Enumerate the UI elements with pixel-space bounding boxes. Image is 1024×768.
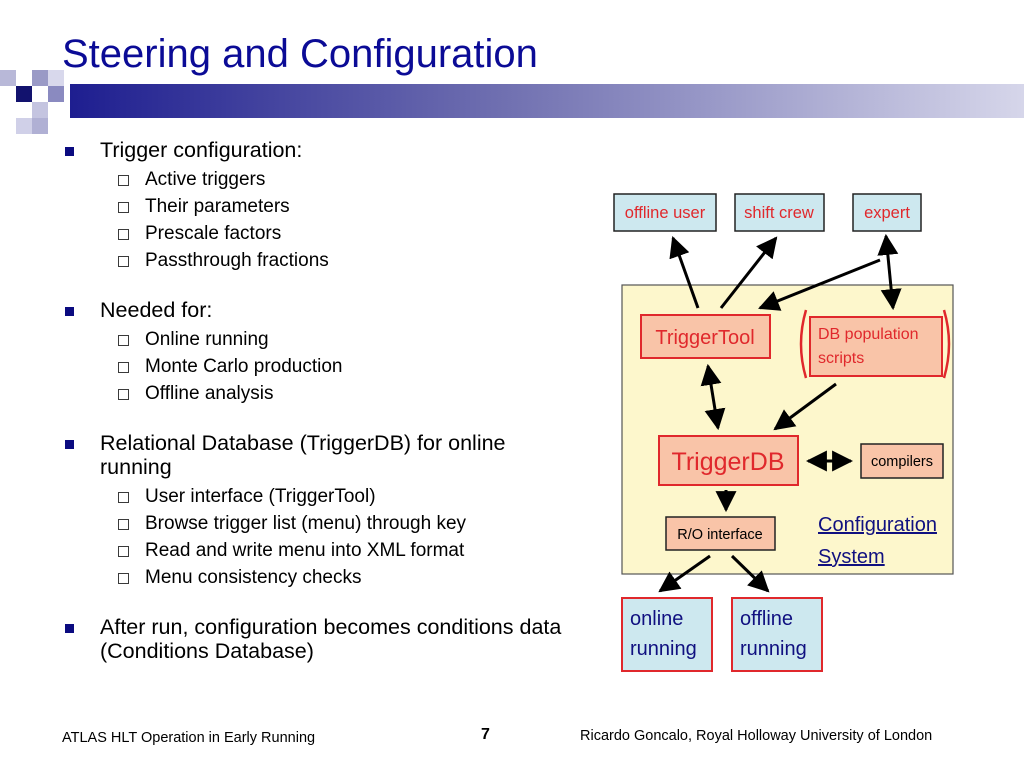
- db-population-label-line1: DB population: [818, 326, 919, 343]
- bullet-needed-for: Needed for:: [62, 298, 562, 322]
- db-scripts-right-bracket: [942, 309, 951, 379]
- config-system-label-line1: Configuration: [818, 514, 937, 536]
- trigger-db-label: TriggerDB: [672, 448, 785, 476]
- sub-bullet: Passthrough fractions: [62, 247, 562, 274]
- sub-bullet: Prescale factors: [62, 220, 562, 247]
- decor-square: [48, 70, 64, 86]
- online-running-box: [621, 597, 713, 672]
- bullet-after-run: After run, configuration becomes conditi…: [62, 615, 562, 663]
- sub-list: Active triggers Their parameters Prescal…: [62, 166, 562, 274]
- arrow-expert-to-db-scripts: [877, 233, 902, 311]
- online-running-line1: online: [630, 608, 683, 630]
- db-population-scripts-box: [809, 316, 943, 377]
- arrow-db-scripts-to-triggerdb: [773, 382, 837, 431]
- decor-square: [16, 118, 32, 134]
- bullet-list: Trigger configuration: Active triggers T…: [62, 138, 562, 663]
- compilers-box: [860, 443, 944, 479]
- sub-bullet: Monte Carlo production: [62, 353, 562, 380]
- trigger-db-box: [658, 435, 799, 486]
- trigger-tool-label: TriggerTool: [655, 327, 754, 349]
- config-system-label-line2: System: [818, 546, 885, 568]
- sub-bullet: Online running: [62, 326, 562, 353]
- offline-user-label: offline user: [625, 204, 706, 222]
- footer-left: ATLAS HLT Operation in Early Running: [62, 730, 316, 746]
- sub-bullet: Read and write menu into XML format: [62, 537, 562, 564]
- ro-interface-label: R/O interface: [677, 527, 762, 543]
- sub-bullet: Menu consistency checks: [62, 564, 562, 591]
- offline-running-line1: offline: [740, 608, 793, 630]
- shift-crew-label: shift crew: [744, 204, 814, 222]
- sub-bullet: Browse trigger list (menu) through key: [62, 510, 562, 537]
- shift-crew-box: [734, 193, 825, 232]
- arrow-tool-triggerdb: [700, 363, 726, 431]
- decor-square: [32, 70, 48, 86]
- bullet-relational-database: Relational Database (TriggerDB) for onli…: [62, 431, 562, 479]
- arrow-ro-to-offline: [730, 554, 770, 593]
- db-scripts-left-bracket: [799, 309, 808, 379]
- expert-box: [852, 193, 922, 232]
- online-running-line2: running: [630, 638, 697, 660]
- decor-square: [48, 86, 64, 102]
- sub-bullet: Active triggers: [62, 166, 562, 193]
- footer-page-number: 7: [481, 726, 490, 743]
- db-population-label-line2: scripts: [818, 350, 864, 367]
- footer-right: Ricardo Goncalo, Royal Holloway Universi…: [580, 728, 933, 744]
- expert-label: expert: [864, 204, 910, 222]
- compilers-label: compilers: [871, 454, 933, 470]
- arrow-tool-to-offline-user: [669, 236, 700, 309]
- arrow-ro-to-online: [658, 554, 711, 593]
- sub-list: User interface (TriggerTool) Browse trig…: [62, 483, 562, 591]
- title-underline-bar: [70, 84, 1024, 118]
- sub-bullet: Their parameters: [62, 193, 562, 220]
- decor-square: [16, 86, 32, 102]
- decor-square: [32, 102, 48, 118]
- offline-running-line2: running: [740, 638, 807, 660]
- arrow-tool-to-shift-crew: [719, 236, 778, 309]
- trigger-tool-box: [640, 314, 771, 359]
- offline-user-box: [613, 193, 717, 232]
- bullet-trigger-configuration: Trigger configuration:: [62, 138, 562, 162]
- sub-bullet: Offline analysis: [62, 380, 562, 407]
- sub-bullet: User interface (TriggerTool): [62, 483, 562, 510]
- sub-list: Online running Monte Carlo production Of…: [62, 326, 562, 407]
- slide-title: Steering and Configuration: [62, 32, 538, 76]
- ro-interface-box: [665, 516, 776, 551]
- decor-square: [0, 70, 16, 86]
- arrow-expert-to-tool: [758, 258, 881, 311]
- offline-running-box: [731, 597, 823, 672]
- decor-square: [32, 118, 48, 134]
